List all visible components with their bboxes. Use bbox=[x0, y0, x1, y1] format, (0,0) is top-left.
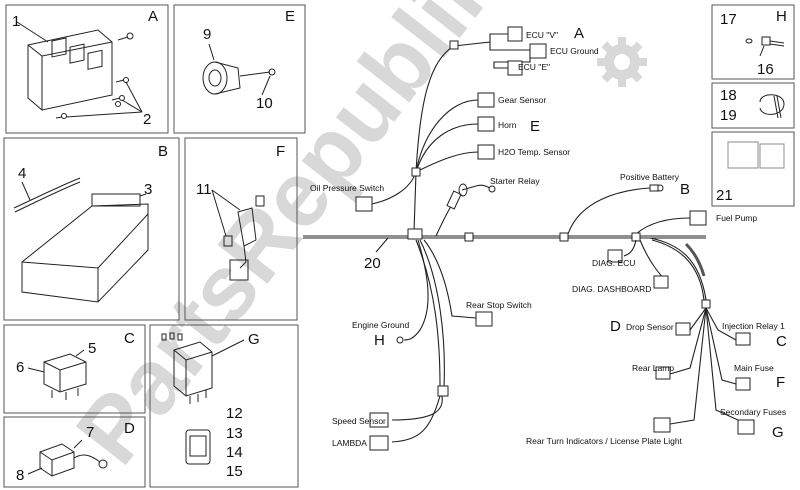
gear-logo-icon bbox=[597, 37, 647, 87]
bolt-drawing bbox=[745, 36, 785, 57]
panel-e: E 9 10 bbox=[173, 4, 306, 134]
label-rear-lamp: Rear Lamp bbox=[632, 363, 674, 373]
horn-drawing bbox=[202, 43, 276, 96]
part-number: 12 bbox=[226, 405, 243, 422]
part-number: 2 bbox=[143, 111, 151, 128]
letter-d: D bbox=[610, 318, 621, 335]
part-number: 9 bbox=[203, 26, 211, 43]
part-number: 10 bbox=[256, 95, 273, 112]
panel-letter: D bbox=[124, 420, 135, 437]
letter-g: G bbox=[772, 424, 784, 441]
part-number: 3 bbox=[144, 181, 152, 198]
part-number: 4 bbox=[18, 165, 26, 182]
label-horn: Horn bbox=[498, 120, 517, 130]
sensor-drawing bbox=[27, 439, 108, 477]
panel-h: H 17 16 bbox=[711, 4, 795, 80]
harness-number: 20 bbox=[364, 255, 381, 272]
panel-b: B 4 3 bbox=[3, 137, 180, 321]
label-drop-sensor: Drop Sensor bbox=[626, 322, 674, 332]
panel-c: C 5 6 bbox=[3, 324, 146, 414]
watermark-text: PartsRepublik bbox=[57, 0, 519, 482]
panel-f: F 11 bbox=[184, 137, 298, 321]
label-rear-turn: Rear Turn Indicators / License Plate Lig… bbox=[526, 436, 683, 446]
panel-letter: F bbox=[276, 143, 285, 160]
label-engine-ground: Engine Ground bbox=[352, 320, 409, 330]
letter-e: E bbox=[530, 118, 540, 135]
label-ecu-ground: ECU Ground bbox=[550, 46, 599, 56]
letter-h: H bbox=[374, 332, 385, 349]
label-positive-battery: Positive Battery bbox=[620, 172, 680, 182]
panel-letter: C bbox=[124, 330, 135, 347]
panel-letter: H bbox=[776, 8, 787, 25]
part-number: 18 bbox=[720, 87, 737, 104]
label-ecu-v: ECU "V" bbox=[526, 30, 558, 40]
part-number: 1 bbox=[12, 13, 20, 30]
cover-drawing bbox=[727, 141, 785, 169]
part-number: 8 bbox=[16, 467, 24, 484]
label-starter-relay: Starter Relay bbox=[490, 176, 540, 186]
panel-21: 21 bbox=[711, 131, 795, 207]
label-main-fuse: Main Fuse bbox=[734, 363, 774, 373]
relay-drawing bbox=[27, 349, 87, 400]
ecu-bracket-drawing bbox=[16, 21, 143, 119]
label-speed-sensor: Speed Sensor bbox=[332, 416, 386, 426]
label-rear-stop: Rear Stop Switch bbox=[466, 300, 532, 310]
part-number: 21 bbox=[716, 187, 733, 204]
part-number: 5 bbox=[88, 340, 96, 357]
clamp-drawing bbox=[759, 94, 785, 119]
panel-a: A 1 2 bbox=[5, 4, 169, 134]
wiring-schematic: 20 ECU "V" ECU Ground ECU "E" A Gear Sen… bbox=[303, 25, 787, 451]
part-number: 16 bbox=[757, 61, 774, 78]
label-fuel-pump: Fuel Pump bbox=[716, 213, 757, 223]
label-lambda: LAMBDA bbox=[332, 438, 367, 448]
part-number: 15 bbox=[226, 463, 243, 480]
battery-drawing bbox=[13, 177, 149, 303]
label-oil-pressure: Oil Pressure Switch bbox=[310, 183, 384, 193]
label-diag-ecu: DIAG. ECU bbox=[592, 258, 635, 268]
label-diag-dashboard: DIAG. DASHBOARD bbox=[572, 284, 651, 294]
label-injection-relay: Injection Relay 1 bbox=[722, 321, 785, 331]
part-number: 19 bbox=[720, 107, 737, 124]
letter-a: A bbox=[574, 25, 584, 42]
panel-letter: B bbox=[158, 143, 168, 160]
part-number: 7 bbox=[86, 424, 94, 441]
panel-d: D 7 8 bbox=[3, 416, 146, 488]
part-number: 14 bbox=[226, 444, 243, 461]
panel-letter: G bbox=[248, 331, 260, 348]
label-ecu-e: ECU "E" bbox=[518, 62, 550, 72]
part-number: 17 bbox=[720, 11, 737, 28]
panel-g: G 12 13 14 15 bbox=[149, 324, 299, 488]
fuse-holder-drawing bbox=[211, 189, 265, 281]
panel-18-19: 18 19 bbox=[711, 82, 795, 129]
panel-letter: A bbox=[148, 8, 158, 25]
label-gear-sensor: Gear Sensor bbox=[498, 95, 546, 105]
label-secondary-fuses: Secondary Fuses bbox=[720, 407, 786, 417]
part-number: 11 bbox=[196, 181, 212, 198]
panel-letter: E bbox=[285, 8, 295, 25]
fuse-box-drawing bbox=[161, 332, 245, 465]
watermark: PartsRepublik bbox=[57, 0, 647, 482]
letter-b: B bbox=[680, 181, 690, 198]
letter-c: C bbox=[776, 333, 787, 350]
letter-f: F bbox=[776, 374, 785, 391]
part-number: 6 bbox=[16, 359, 24, 376]
part-number: 13 bbox=[226, 425, 243, 442]
label-h2o-temp: H2O Temp. Sensor bbox=[498, 147, 570, 157]
